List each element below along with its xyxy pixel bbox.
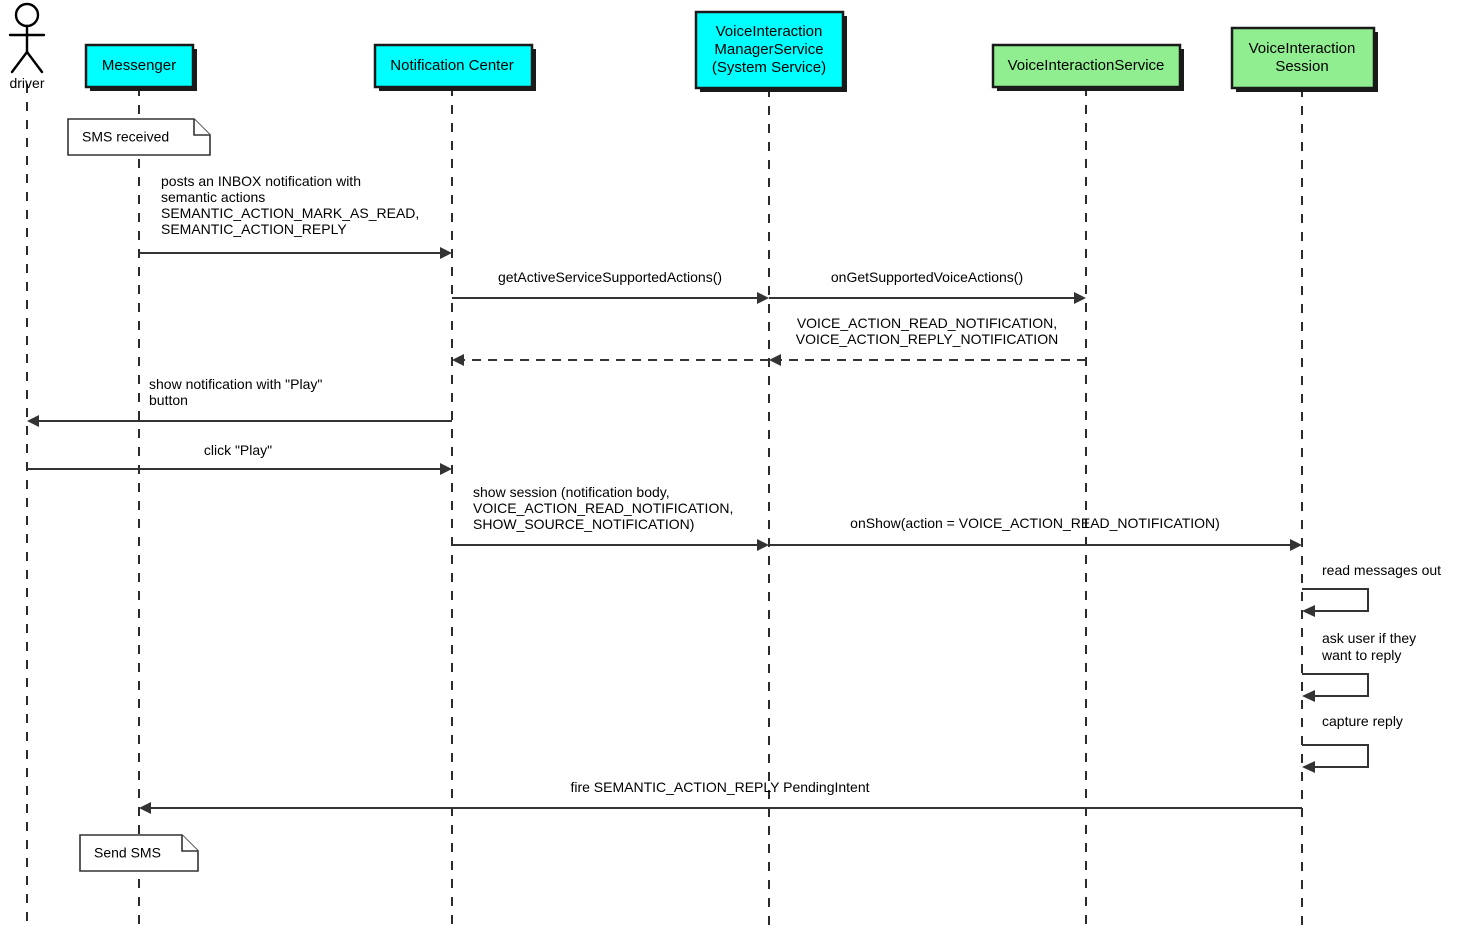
msg-post-inbox-notification-arrowhead bbox=[440, 247, 452, 259]
participant-label-voice-interaction-manager-service: VoiceInteraction bbox=[716, 23, 823, 40]
lifelines-layer bbox=[26, 84, 1303, 929]
msg-on-show[interactable]: onShow(action = VOICE_ACTION_READ_NOTIFI… bbox=[769, 515, 1302, 551]
selfcall-ask-user-if-they-want-to-reply-arrowhead bbox=[1302, 690, 1315, 702]
msg-click-play[interactable]: click "Play" bbox=[27, 442, 452, 475]
msg-fire-semantic-action-reply-pending-intent[interactable]: fire SEMANTIC_ACTION_REPLY PendingIntent bbox=[139, 779, 1302, 814]
selfcall-read-messages-out-path bbox=[1302, 588, 1369, 612]
selfcall-ask-user-if-they-want-to-reply-label: want to reply bbox=[1321, 647, 1401, 663]
note-sms-received-label: SMS received bbox=[82, 129, 169, 145]
msg-show-notification-with-play-button[interactable]: show notification with "Play"button bbox=[27, 376, 452, 427]
msg-return-voice-actions-to-manager-arrowhead bbox=[769, 354, 781, 366]
msg-fire-semantic-action-reply-pending-intent-arrowhead bbox=[139, 802, 151, 814]
msg-post-inbox-notification[interactable]: posts an INBOX notification withsemantic… bbox=[139, 173, 452, 259]
participant-box-voice-interaction-manager-service[interactable] bbox=[694, 10, 845, 90]
msg-return-voice-actions-to-manager-label: VOICE_ACTION_REPLY_NOTIFICATION bbox=[796, 331, 1058, 347]
participant-box-notification-center[interactable] bbox=[373, 43, 534, 89]
participant-label-voice-interaction-manager-service: (System Service) bbox=[712, 59, 826, 76]
msg-return-voice-actions-to-notification-center-arrowhead bbox=[452, 354, 464, 366]
selfcall-capture-reply[interactable]: capture reply bbox=[1302, 713, 1403, 773]
participant-label-voice-interaction-service: VoiceInteractionService bbox=[1008, 57, 1165, 74]
selfcall-read-messages-out[interactable]: read messages out bbox=[1302, 562, 1441, 617]
msg-show-session-arrowhead bbox=[757, 539, 769, 551]
selfcall-ask-user-if-they-want-to-reply-path bbox=[1302, 673, 1369, 697]
msg-on-get-supported-voice-actions-label: onGetSupportedVoiceActions() bbox=[831, 269, 1023, 285]
msg-return-voice-actions-to-notification-center[interactable] bbox=[452, 354, 769, 366]
note-send-sms[interactable]: Send SMS bbox=[79, 834, 199, 872]
participant-label-voice-interaction-session: VoiceInteraction bbox=[1249, 40, 1356, 57]
msg-show-session-label: show session (notification body, bbox=[473, 484, 670, 500]
msg-show-notification-with-play-button-label: show notification with "Play" bbox=[149, 376, 322, 392]
msg-fire-semantic-action-reply-pending-intent-label: fire SEMANTIC_ACTION_REPLY PendingIntent bbox=[570, 779, 869, 795]
actor-name-label: driver bbox=[9, 75, 44, 91]
msg-post-inbox-notification-label: posts an INBOX notification with bbox=[161, 173, 361, 189]
selfcall-read-messages-out-label: read messages out bbox=[1322, 562, 1441, 578]
selfcall-capture-reply-arrowhead bbox=[1302, 761, 1315, 773]
note-sms-received[interactable]: SMS received bbox=[67, 118, 211, 156]
msg-return-voice-actions-to-manager-label: VOICE_ACTION_READ_NOTIFICATION, bbox=[797, 315, 1057, 331]
messages-layer: posts an INBOX notification withsemantic… bbox=[27, 173, 1302, 814]
msg-get-active-service-supported-actions-label: getActiveServiceSupportedActions() bbox=[498, 269, 722, 285]
msg-post-inbox-notification-label: SEMANTIC_ACTION_MARK_AS_READ, bbox=[161, 205, 419, 221]
participant-label-voice-interaction-manager-service: ManagerService bbox=[714, 41, 823, 58]
participant-messenger[interactable]: Messenger bbox=[84, 43, 197, 91]
msg-show-notification-with-play-button-label: button bbox=[149, 392, 188, 408]
msg-get-active-service-supported-actions-arrowhead bbox=[757, 292, 769, 304]
msg-on-get-supported-voice-actions-arrowhead bbox=[1074, 292, 1086, 304]
note-send-sms-label: Send SMS bbox=[94, 845, 161, 861]
participant-box-voice-interaction-session[interactable] bbox=[1230, 26, 1376, 90]
selfcall-capture-reply-label: capture reply bbox=[1322, 713, 1403, 729]
msg-on-show-arrowhead bbox=[1290, 539, 1302, 551]
note-send-sms-shape bbox=[79, 834, 199, 872]
driver-actor: driver bbox=[8, 2, 46, 91]
msg-get-active-service-supported-actions[interactable]: getActiveServiceSupportedActions() bbox=[452, 269, 769, 304]
msg-show-session[interactable]: show session (notification body,VOICE_AC… bbox=[452, 484, 769, 551]
actor-layer: driver bbox=[8, 2, 46, 91]
participant-label-voice-interaction-session: Session bbox=[1275, 58, 1328, 75]
participant-label-notification-center: Notification Center bbox=[390, 57, 513, 74]
participant-box-messenger[interactable] bbox=[84, 43, 195, 89]
participant-notification-center[interactable]: Notification Center bbox=[373, 43, 536, 91]
participant-voice-interaction-service[interactable]: VoiceInteractionService bbox=[991, 43, 1184, 91]
msg-show-session-label: SHOW_SOURCE_NOTIFICATION) bbox=[473, 516, 694, 532]
msg-show-notification-with-play-button-arrowhead bbox=[27, 415, 39, 427]
actor-leg-left bbox=[10, 50, 29, 74]
note-send-sms-fold-icon bbox=[181, 835, 198, 852]
msg-post-inbox-notification-label: semantic actions bbox=[161, 189, 265, 205]
msg-on-get-supported-voice-actions[interactable]: onGetSupportedVoiceActions() bbox=[769, 269, 1086, 304]
msg-click-play-arrowhead bbox=[440, 463, 452, 475]
participant-box-voice-interaction-service[interactable] bbox=[991, 43, 1182, 89]
actor-head-icon bbox=[14, 2, 40, 28]
actor-leg-right bbox=[25, 50, 44, 74]
msg-return-voice-actions-to-manager[interactable]: VOICE_ACTION_READ_NOTIFICATION,VOICE_ACT… bbox=[769, 315, 1086, 366]
participant-label-messenger: Messenger bbox=[102, 57, 176, 74]
selfcall-capture-reply-path bbox=[1302, 744, 1369, 768]
note-sms-received-fold-icon bbox=[193, 119, 210, 136]
msg-click-play-label: click "Play" bbox=[204, 442, 272, 458]
msg-post-inbox-notification-label: SEMANTIC_ACTION_REPLY bbox=[161, 221, 347, 237]
selfcall-read-messages-out-arrowhead bbox=[1302, 605, 1315, 617]
note-sms-received-shape bbox=[67, 118, 211, 156]
msg-on-show-label: onShow(action = VOICE_ACTION_READ_NOTIFI… bbox=[850, 515, 1220, 531]
selfcall-ask-user-if-they-want-to-reply-label: ask user if they bbox=[1322, 630, 1416, 646]
msg-show-session-label: VOICE_ACTION_READ_NOTIFICATION, bbox=[473, 500, 733, 516]
participants-layer: Messenger Notification Center VoiceInterac… bbox=[84, 10, 1378, 92]
